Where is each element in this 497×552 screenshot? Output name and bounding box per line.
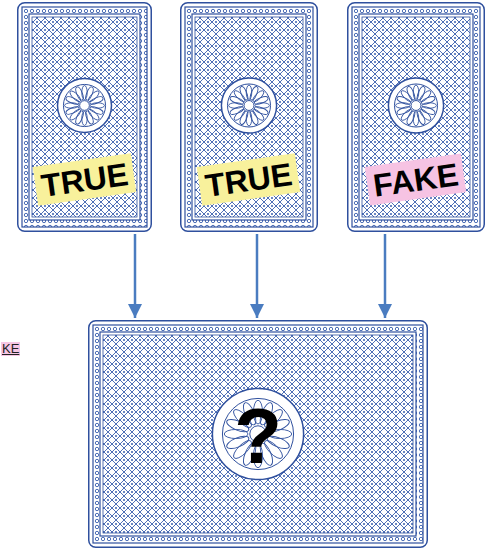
- flow-arrow: [134, 234, 137, 318]
- playing-card: TRUE: [180, 2, 318, 232]
- flow-arrow: [384, 234, 387, 318]
- question-mark: ?: [234, 397, 282, 475]
- mystery-card: ?: [88, 320, 428, 548]
- cropped-label: KE: [1, 342, 20, 356]
- playing-card: TRUE: [17, 2, 152, 232]
- flow-arrow: [256, 234, 259, 318]
- playing-card: FAKE: [347, 2, 485, 232]
